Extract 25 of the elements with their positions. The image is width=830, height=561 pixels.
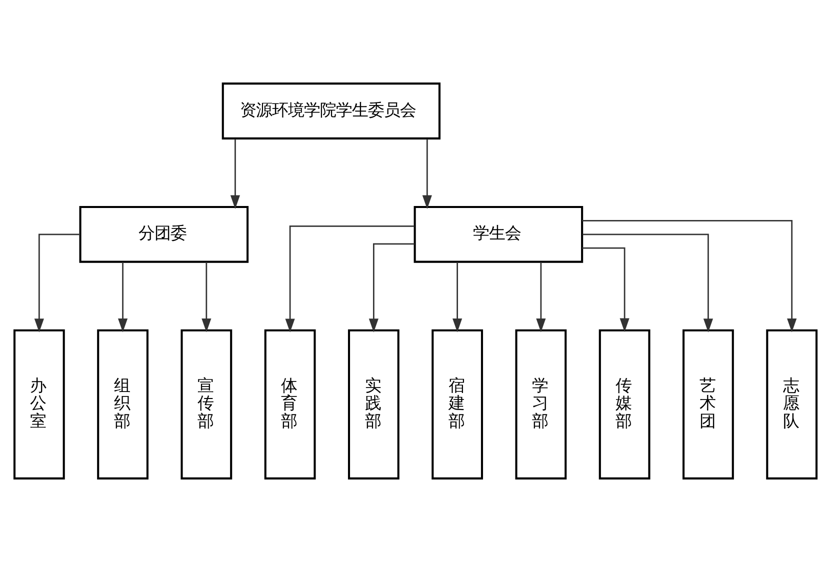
node-box: 资源环境学院学生委员会	[221, 82, 440, 139]
arrow	[422, 138, 432, 208]
arrow	[201, 262, 211, 332]
node-box: 办公室	[12, 328, 64, 479]
node-box: 学习部	[514, 328, 566, 479]
node-box: 宣传部	[180, 328, 232, 479]
node-box: 体育部	[264, 328, 316, 479]
arrow	[368, 242, 414, 332]
arrow	[582, 233, 713, 332]
arrow	[117, 262, 128, 332]
node-box: 志愿队	[766, 328, 818, 479]
arrow	[536, 262, 546, 332]
arrow	[582, 220, 796, 332]
node-box: 艺术团	[682, 328, 734, 479]
arrow	[230, 138, 240, 208]
node-box: 宿建部	[431, 328, 483, 479]
node-box: 传媒部	[598, 328, 650, 479]
node-box: 学生会	[413, 205, 583, 262]
arrow	[582, 246, 629, 332]
node-box: 实践部	[347, 328, 399, 479]
arrow	[284, 224, 414, 332]
arrow	[452, 262, 462, 332]
node-box: 组织部	[96, 328, 148, 479]
node-box: 分团委	[78, 205, 248, 262]
arrow	[34, 233, 80, 332]
